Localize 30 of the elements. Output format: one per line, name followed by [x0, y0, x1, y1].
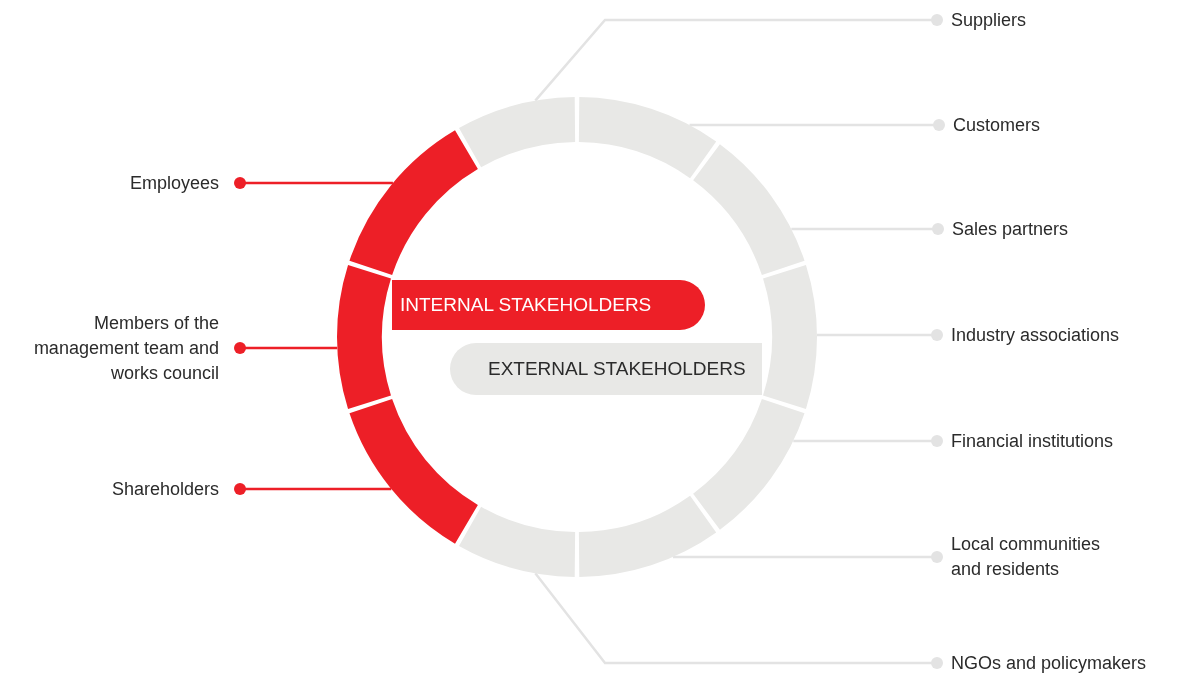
leader-line — [793, 435, 943, 447]
external-ring-segment — [763, 265, 817, 409]
leader-line — [689, 119, 945, 131]
external-ring-segment — [459, 97, 576, 168]
internal-ring-segment — [349, 130, 478, 275]
stakeholder-label: Employees — [19, 170, 219, 196]
stakeholder-label: Customers — [953, 112, 1153, 138]
external-ring-segment — [693, 399, 805, 530]
stakeholder-label: Industry associations — [951, 322, 1176, 348]
leader-line — [817, 329, 943, 341]
external-ring-segment — [693, 144, 805, 275]
external-ring-segment — [578, 97, 717, 179]
leader-line — [791, 223, 944, 235]
stakeholder-label: Suppliers — [951, 7, 1151, 33]
stakeholder-label: Members of the management team and works council — [4, 310, 219, 386]
external-ring-segment — [578, 495, 717, 577]
leader-line — [534, 14, 943, 102]
internal-ring-segment — [349, 399, 478, 544]
stakeholder-label: Shareholders — [19, 476, 219, 502]
stakeholder-label: Local communities and residents — [951, 532, 1127, 582]
external-ring-segment — [459, 506, 576, 577]
stakeholder-label: NGOs and policymakers — [951, 650, 1176, 675]
internal-ring-segment — [337, 265, 391, 409]
leader-line — [672, 551, 943, 563]
stakeholder-label: Sales partners — [952, 216, 1152, 242]
leader-line — [234, 483, 392, 495]
stakeholder-label: Financial institutions — [951, 428, 1176, 454]
leader-line — [534, 572, 943, 669]
leader-line — [234, 177, 393, 189]
leader-line — [234, 342, 338, 354]
